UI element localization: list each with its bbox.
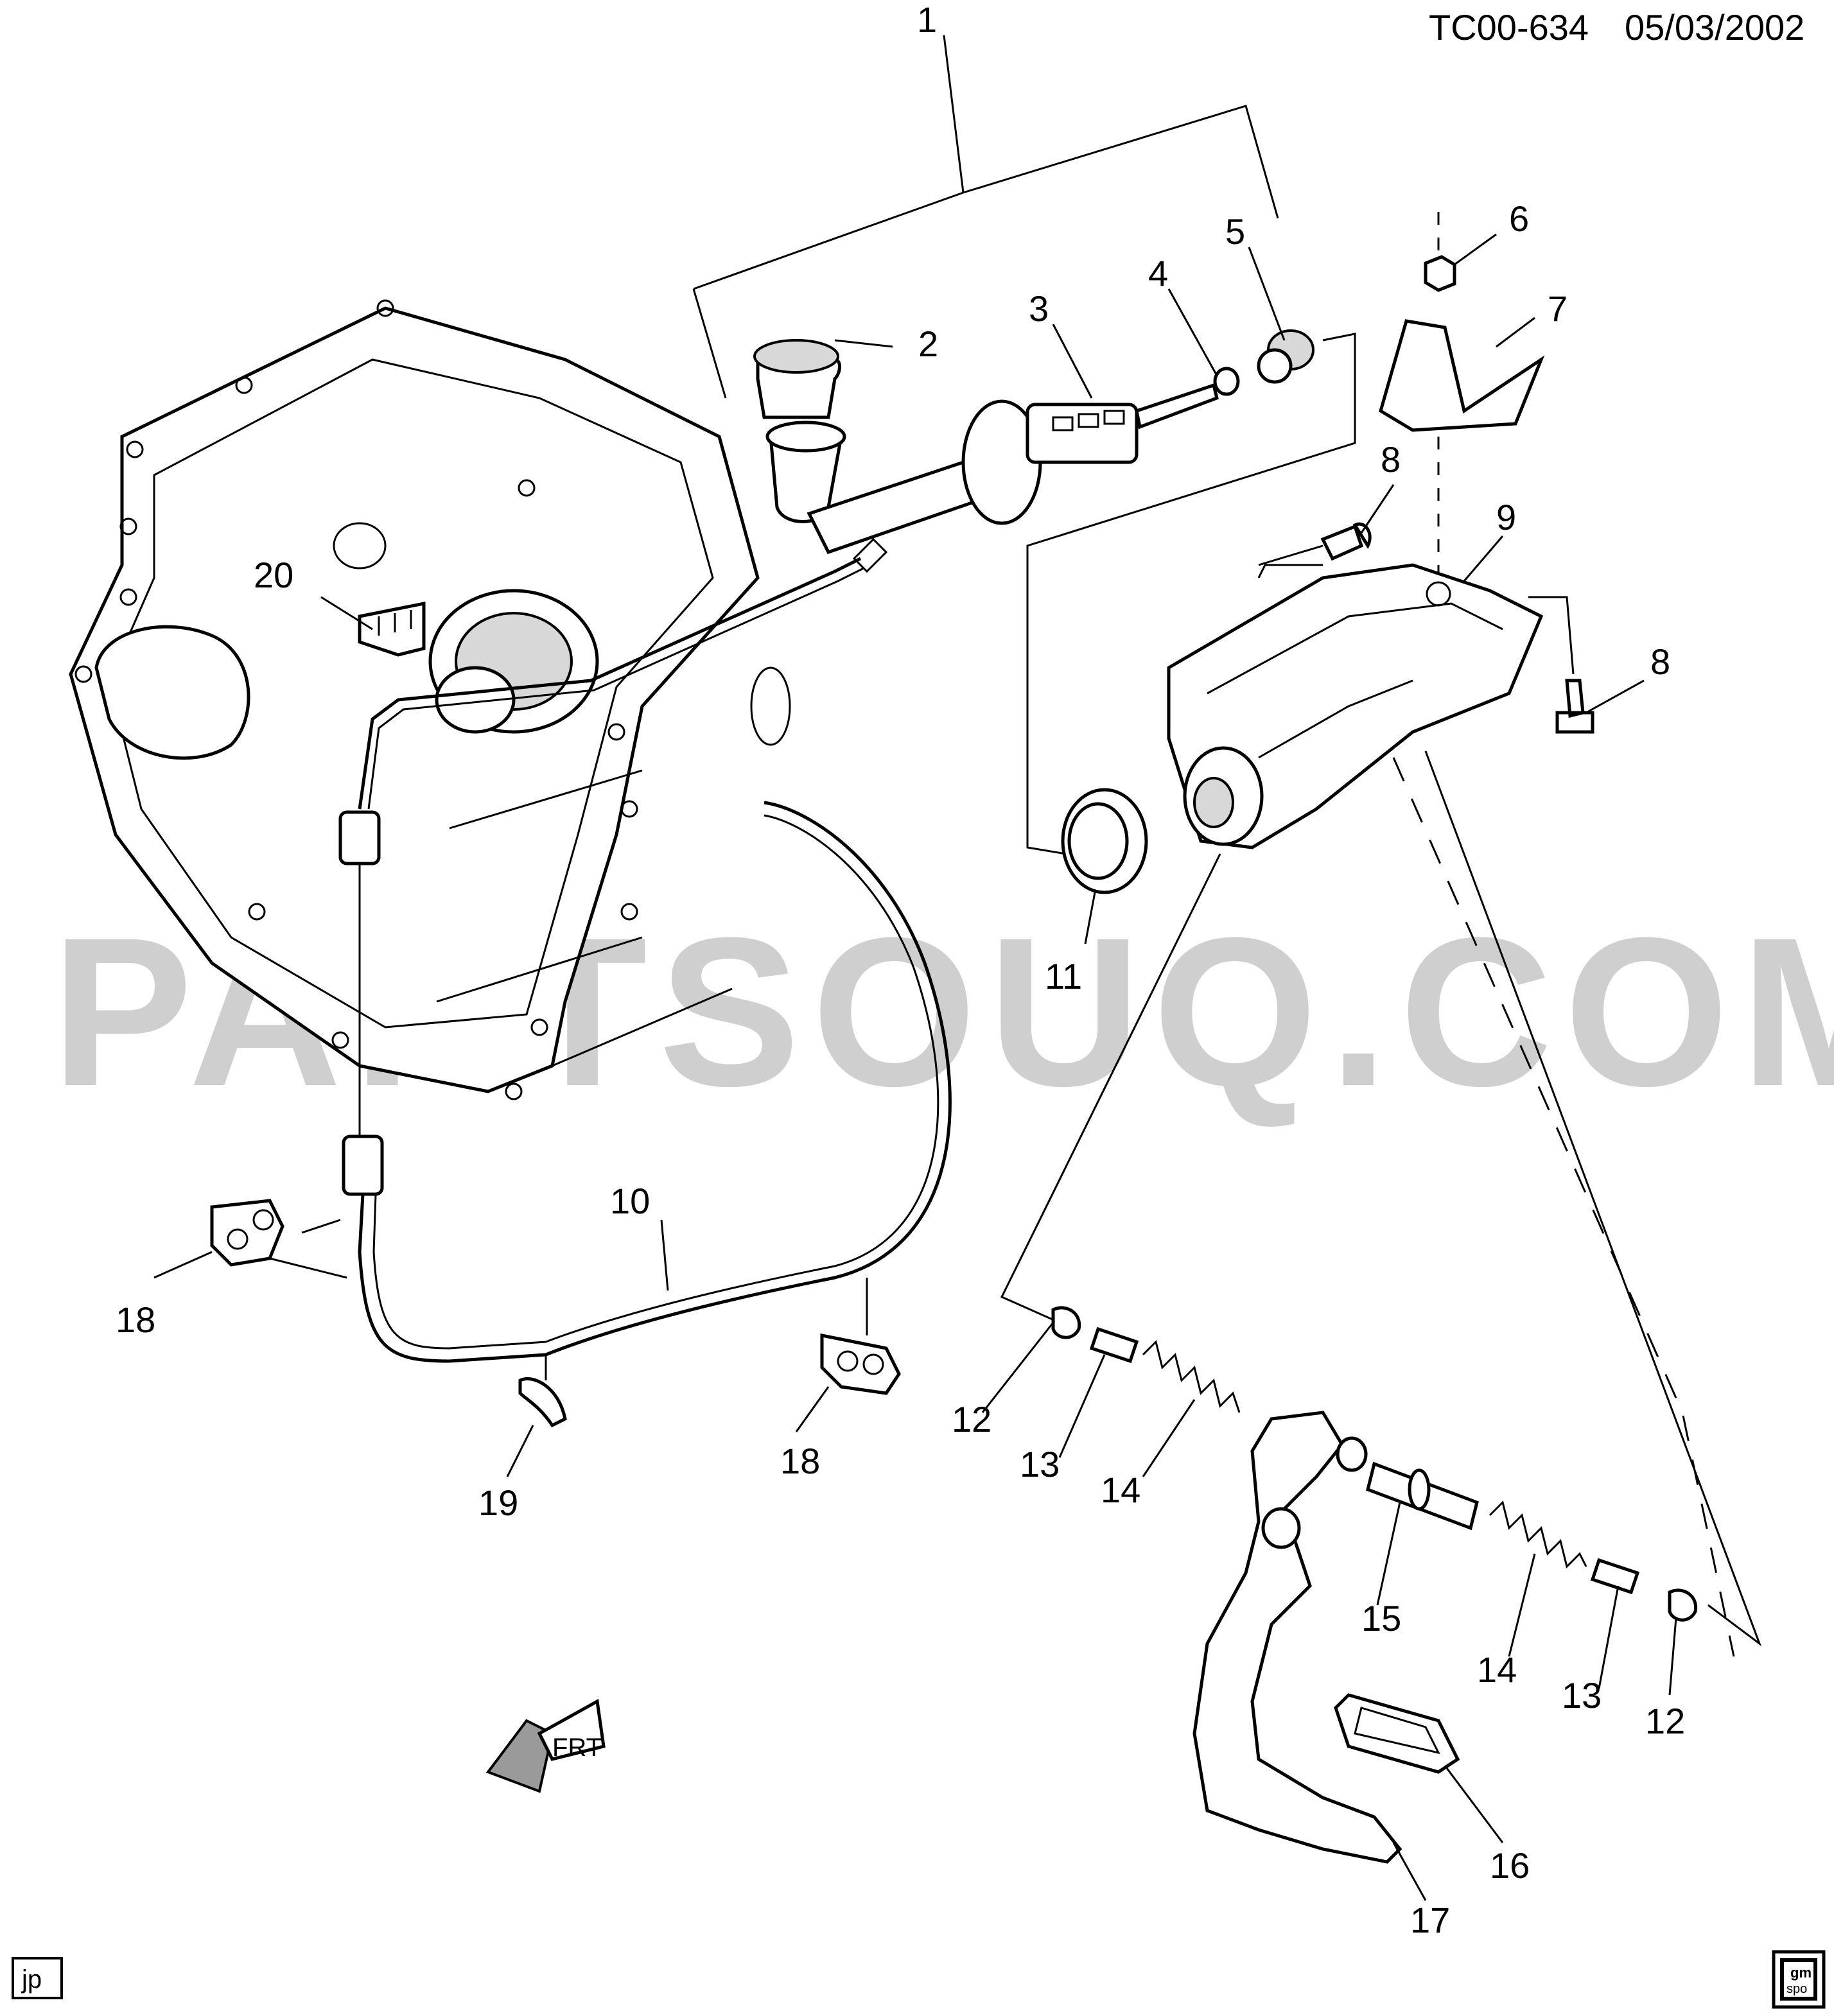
nut [1424, 255, 1456, 292]
bolt-upper [1320, 522, 1372, 561]
callout-9: 9 [1496, 497, 1516, 537]
callout-17: 17 [1410, 1900, 1450, 1940]
spring-right [1489, 1500, 1587, 1568]
callout-10: 10 [610, 1181, 650, 1221]
pipe-fitting-lower [342, 1134, 384, 1196]
callout-5: 5 [1225, 211, 1245, 252]
callout-13-left: 13 [1020, 1444, 1060, 1484]
callout-4: 4 [1148, 253, 1168, 293]
retainer-clip [358, 601, 426, 657]
clip-right [1668, 1588, 1698, 1622]
callout-12-right: 12 [1645, 1701, 1685, 1741]
callout-12-left: 12 [952, 1399, 991, 1439]
clutch-pedal-bracket [1167, 563, 1544, 849]
hose-clip-left [210, 1199, 284, 1267]
svg-text:gm: gm [1790, 1965, 1812, 1981]
spring-left [1142, 1340, 1241, 1413]
callout-3: 3 [1029, 288, 1049, 329]
callout-19: 19 [478, 1482, 518, 1523]
callout-2: 2 [918, 324, 938, 364]
callout-20: 20 [254, 555, 293, 595]
drawing-date: 05/03/2002 [1625, 7, 1804, 48]
pushrod-end [1213, 367, 1240, 396]
pipe-fitting-upper [338, 810, 381, 865]
initials-box [12, 1957, 63, 1999]
clutch-master-cylinder [753, 339, 1219, 573]
callout-13-right: 13 [1562, 1675, 1602, 1716]
front-direction-arrow: FRT [485, 1699, 606, 1793]
initials: jp [21, 1965, 42, 1994]
bushing-left [1089, 1326, 1139, 1364]
callout-1: 1 [917, 0, 937, 40]
pushrod-bushing [1257, 329, 1314, 384]
callout-18-right: 18 [780, 1441, 820, 1481]
callout-18-left: 18 [116, 1299, 155, 1340]
callout-8-lower: 8 [1650, 641, 1670, 682]
direction-label: FRT [552, 1734, 602, 1762]
callout-15: 15 [1361, 1598, 1401, 1638]
hose [358, 801, 952, 1363]
pedal-pad [1334, 1693, 1460, 1774]
clip-left [1051, 1306, 1081, 1339]
bracket [1379, 319, 1545, 432]
callout-14-right: 14 [1477, 1649, 1517, 1690]
callout-14-left: 14 [1101, 1470, 1140, 1510]
callout-11: 11 [1045, 956, 1082, 996]
hydraulic-pipe [358, 557, 862, 810]
hose-clip-right [820, 1333, 901, 1395]
callout-6: 6 [1509, 198, 1529, 239]
bushing-right [1590, 1558, 1640, 1595]
svg-text:spo: spo [1786, 1982, 1807, 1996]
bolt-lower [1555, 679, 1594, 734]
gm-spo-logo: gm spo [1772, 1950, 1826, 2009]
clutch-pedal [1192, 1411, 1402, 1864]
hose-retainer [518, 1377, 567, 1428]
callout-16: 16 [1490, 1845, 1530, 1886]
callout-8-upper: 8 [1381, 439, 1401, 480]
drawing-id: TC00-634 [1429, 7, 1589, 48]
seal-ring [1061, 788, 1148, 894]
callout-7: 7 [1548, 288, 1568, 329]
